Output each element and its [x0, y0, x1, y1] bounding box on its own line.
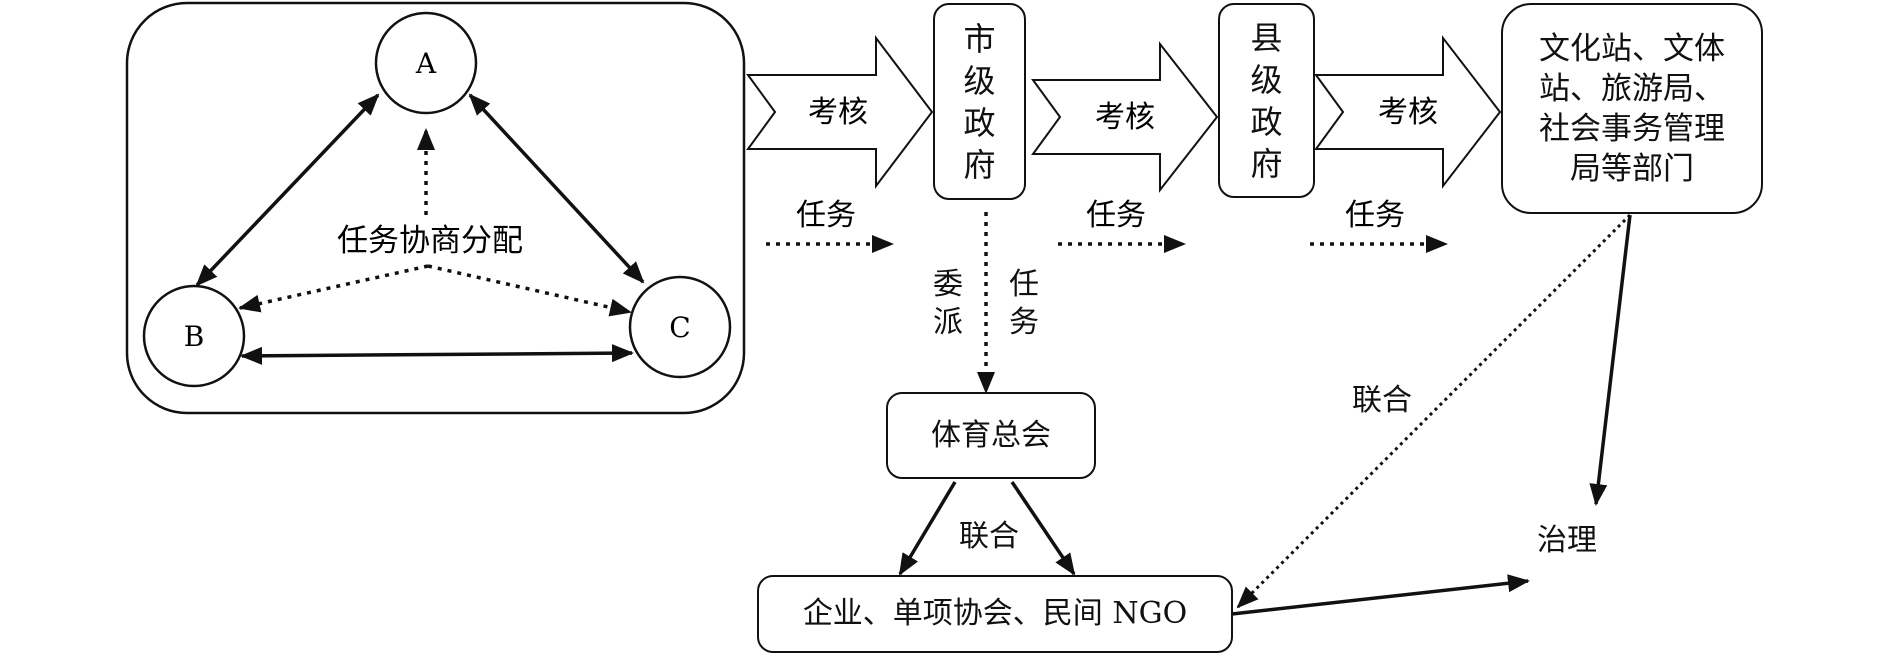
departments-box: 文化站、文体站、旅游局、社会事务管理局等部门 — [1501, 3, 1763, 214]
departments-to-governance — [1589, 214, 1632, 506]
city-government-text: 市级政府 — [963, 19, 996, 184]
enterprises-text: 企业、单项协会、民间 NGO — [802, 596, 1188, 631]
task-label-2: 任务 — [1086, 198, 1146, 233]
assess-arrow-3 — [1314, 35, 1502, 189]
enterprise-to-governance — [1231, 574, 1530, 616]
sports-federation-box: 体育总会 — [886, 392, 1096, 479]
alliance-left-label: 联合 — [959, 519, 1019, 554]
negotiation-label: 任务协商分配 — [337, 223, 523, 259]
assess-label-1: 考核 — [808, 95, 868, 130]
federation-to-enterprise-left — [898, 481, 957, 576]
edge-a-b — [195, 93, 380, 287]
task-vertical-label: 任务 — [1009, 267, 1039, 340]
node-a-circle — [374, 11, 478, 115]
task-label-1: 任务 — [796, 198, 856, 233]
federation-to-enterprise-right — [1010, 481, 1076, 576]
node-c-label: C — [669, 311, 690, 344]
node-b-circle — [142, 284, 246, 388]
dotted-to-c — [427, 264, 632, 317]
node-c-circle — [628, 275, 732, 379]
departments-text: 文化站、文体站、旅游局、社会事务管理局等部门 — [1539, 30, 1725, 187]
dotted-to-b — [238, 264, 429, 313]
edge-a-c — [468, 93, 645, 284]
edge-b-c — [240, 344, 634, 365]
assess-label-2: 考核 — [1095, 100, 1155, 135]
departments-to-enterprise — [1236, 213, 1632, 609]
node-b-label: B — [184, 320, 205, 353]
alliance-right-label: 联合 — [1352, 383, 1412, 418]
assess-label-3: 考核 — [1378, 95, 1438, 130]
assess-arrow-2 — [1031, 41, 1219, 193]
city-government-box: 市级政府 — [933, 3, 1026, 200]
delegate-label: 委派 — [933, 267, 963, 340]
node-a-label: A — [415, 47, 437, 80]
enterprises-box: 企业、单项协会、民间 NGO — [757, 575, 1233, 653]
assess-arrow-1 — [746, 35, 934, 189]
governance-label: 治理 — [1537, 523, 1597, 558]
county-government-text: 县级政府 — [1250, 18, 1283, 183]
task-label-3: 任务 — [1345, 198, 1405, 233]
county-government-box: 县级政府 — [1218, 3, 1315, 198]
sports-federation-text: 体育总会 — [931, 417, 1051, 453]
